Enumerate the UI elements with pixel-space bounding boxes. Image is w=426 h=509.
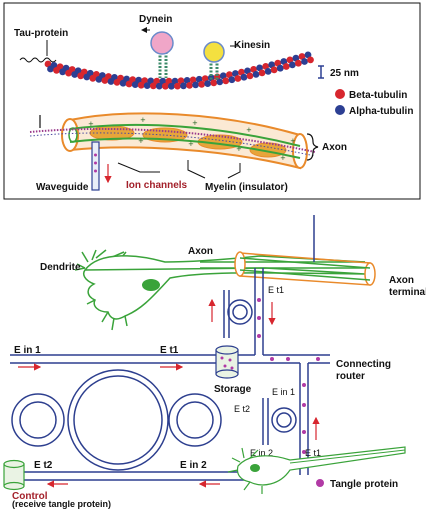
axon-brace: [306, 133, 319, 161]
myelin-label: Myelin (insulator): [205, 182, 288, 193]
tubulin-bead: [155, 82, 163, 90]
scale-label: 25 nm: [330, 68, 359, 79]
upper-neuron: [74, 249, 366, 331]
main-bus-bottom: [20, 471, 258, 481]
connecting-label-1: Connecting: [336, 359, 391, 370]
tubulin-bead: [289, 61, 296, 69]
e-t1-top-label: E t1: [268, 285, 284, 295]
charge-plus: +: [236, 145, 242, 153]
tubulin-bead: [216, 78, 224, 86]
charge-plus: +: [138, 137, 144, 145]
alpha-tubulin-swatch: [335, 105, 345, 115]
alpha-tubulin-label: Alpha-tubulin: [349, 106, 413, 117]
axon-label-bottom: Axon: [188, 246, 213, 257]
tubulin-bead: [252, 71, 260, 78]
connecting-label-2: router: [336, 371, 365, 382]
tubulin-bead: [180, 82, 187, 90]
tubulin-bead: [137, 81, 145, 89]
charge-plus: +: [192, 119, 198, 127]
axon-terminal-label-2: terminal: [389, 287, 426, 298]
ring-resonator-network: [11, 369, 222, 471]
microtubule: [44, 51, 314, 90]
tau-protein-label: Tau-protein: [14, 28, 68, 39]
tubulin-bead: [186, 82, 194, 89]
tubulin-bead: [228, 76, 236, 84]
control-cylinder: [3, 459, 25, 491]
tubulin-bead: [168, 82, 175, 90]
waveguide-channel: [91, 141, 100, 191]
waveguide-label: Waveguide: [36, 182, 89, 193]
tubulin-bead: [204, 80, 212, 87]
tubulin-bead: [149, 82, 157, 90]
top-panel-frame: [3, 2, 421, 200]
dendrite-label: Dendrite: [40, 262, 81, 273]
lower-neuron: [227, 446, 406, 494]
main-bus-top: [10, 354, 330, 364]
storage-cylinder: [215, 345, 239, 379]
myelin-pointer-a: [187, 160, 206, 179]
control-label: Control: [12, 491, 48, 502]
kinesin-motor: [203, 41, 225, 80]
e-in2-mid-label: E in 2: [250, 448, 273, 458]
kinesin-label: Kinesin: [234, 40, 270, 51]
storage-label: Storage: [214, 384, 252, 395]
e-t2-bottom-label: E t2: [34, 460, 53, 471]
myelinated-axon: [29, 112, 316, 170]
e-in2-bottom-label: E in 2: [180, 460, 207, 471]
tubulin-bead: [301, 58, 308, 65]
tubulin-bead: [246, 72, 254, 80]
tubulin-bead: [276, 64, 284, 72]
beta-tubulin-swatch: [335, 89, 345, 99]
tangle-protein-swatch: [316, 479, 324, 487]
tubulin-bead: [307, 56, 314, 64]
tubulin-bead: [270, 66, 278, 74]
e-in1-mid-label: E in 1: [272, 387, 295, 397]
waveguide-dots: [94, 153, 97, 173]
upper-myelin-sheath: [234, 251, 376, 286]
tubulin-bead: [174, 82, 181, 90]
axon-label-top: Axon: [322, 142, 347, 153]
tubulin-bead: [162, 82, 169, 90]
ion-channels-label: Ion channels: [126, 180, 188, 191]
scale-bar: [318, 65, 324, 79]
tubulin-bead: [282, 63, 290, 70]
tubulin-bead: [210, 79, 218, 87]
tubulin-bead: [198, 80, 206, 88]
tubulin-bead: [143, 82, 151, 89]
charge-plus: +: [290, 137, 296, 145]
axon-terminal-label-1: Axon: [389, 275, 414, 286]
charge-plus: +: [246, 126, 252, 134]
tau-protein-strand: [19, 57, 57, 63]
beta-tubulin-label: Beta-tubulin: [349, 90, 407, 101]
tubulin-bead: [295, 59, 302, 67]
control-sub-label: (receive tangle protein): [12, 499, 111, 509]
upper-vertical-waveguide: [223, 268, 264, 355]
e-t2-mid-label: E t2: [234, 404, 250, 414]
tangle-protein-label: Tangle protein: [330, 479, 398, 490]
e-t1-left-label: E t1: [160, 345, 179, 356]
tubulin-bead: [264, 68, 272, 75]
tubulin-bead: [258, 69, 266, 77]
e-t1-mid-label: E t1: [305, 448, 321, 458]
myelin-pointer-b: [227, 163, 241, 179]
tubulin-bead: [234, 75, 242, 82]
charge-plus: +: [280, 154, 286, 162]
tangle-dots-bus: [270, 357, 320, 361]
tubulin-bead: [240, 73, 248, 81]
charge-plus: +: [140, 116, 146, 124]
tubulin-bead: [222, 77, 230, 85]
ion-channel-pointer: [117, 162, 160, 173]
charge-plus: +: [88, 120, 94, 128]
dynein-motor: [150, 31, 174, 78]
tubulin-bead: [192, 81, 200, 89]
dynein-label: Dynein: [139, 14, 172, 25]
lower-vertical-waveguide: [262, 363, 309, 475]
tangle-dots-vertical: [257, 298, 261, 338]
e-in1-left-label: E in 1: [14, 345, 41, 356]
charge-plus: +: [188, 140, 194, 148]
